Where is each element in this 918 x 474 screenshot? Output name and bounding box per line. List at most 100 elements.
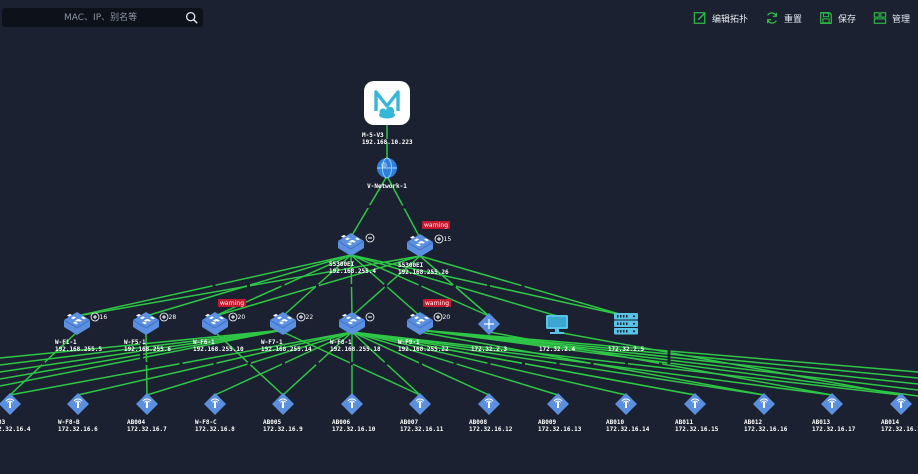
node-ip: 192.168.255.6: [124, 346, 171, 353]
access-point-icon: [615, 393, 637, 415]
access-point-icon: [547, 393, 569, 415]
switch-icon: [132, 312, 160, 335]
mesh-cloud-icon: [374, 90, 400, 119]
access-point-icon: [753, 393, 775, 415]
expand-count-badge[interactable]: 20: [433, 312, 451, 322]
link-dash-marker: [42, 362, 45, 365]
link-dash-marker: [212, 284, 216, 287]
node-name: W-F8-C: [195, 419, 217, 426]
link-dash-marker: [667, 349, 671, 353]
collapse-toggle[interactable]: ⊖: [365, 312, 381, 322]
access-point-icon: [890, 393, 912, 415]
node-ip: 172.32.16.7: [127, 426, 167, 433]
link-dash-marker: [316, 362, 319, 365]
access-point-icon: [272, 393, 294, 415]
search-input[interactable]: [2, 11, 172, 24]
network-node[interactable]: V-Network-1: [367, 157, 407, 190]
warning-badge: warning: [422, 221, 450, 229]
node-name: S5300EI: [398, 262, 424, 269]
expand-count: 22: [306, 314, 314, 321]
expand-count: 20: [443, 314, 451, 321]
link-dash-marker: [487, 362, 491, 365]
node-name: AB013: [812, 419, 830, 426]
switch-icon: [406, 312, 434, 335]
access-point-icon: [409, 393, 431, 415]
expand-count-badge[interactable]: 28: [159, 312, 176, 322]
save-button[interactable]: 保存: [819, 11, 856, 25]
expand-count-badge[interactable]: 15: [434, 234, 452, 244]
manage-button[interactable]: 管理: [873, 11, 910, 25]
link-dash-marker: [590, 362, 594, 365]
edit-topology-label: 编辑拓扑: [711, 14, 748, 25]
node-ip: 172.32.16.1: [881, 426, 918, 433]
node-ip: 192.168.10.223: [362, 139, 413, 146]
collapse-toggle[interactable]: ⊖: [365, 233, 381, 243]
access-point-icon: [204, 393, 226, 415]
node-name: W-F8-B: [58, 419, 80, 426]
link-dash-marker: [384, 284, 388, 288]
node-name: AB005: [263, 419, 281, 426]
node-name: W-F5-1: [124, 339, 146, 346]
node-ip: 192.168.255.14: [261, 346, 312, 353]
access-node[interactable]: 172.32.2.3: [471, 313, 508, 353]
link-dash-marker: [521, 284, 525, 288]
link-dash-marker: [247, 362, 251, 365]
node-name: M-5-V3: [362, 132, 384, 139]
reset-button[interactable]: 重置: [765, 11, 802, 25]
link-dash-marker: [282, 362, 285, 365]
node-ip: 172.32.16.15: [675, 426, 719, 433]
switch-icon: [63, 312, 91, 335]
edit-topology-button[interactable]: 编辑拓扑: [693, 11, 748, 25]
link-dash-marker: [659, 362, 662, 365]
link-dash-marker: [402, 205, 405, 209]
save-icon: [820, 12, 832, 24]
node-ip: 172.32.2.4: [539, 346, 576, 353]
expand-count-badge[interactable]: 16: [90, 312, 107, 322]
access-node[interactable]: 172.32.2.4: [539, 315, 576, 353]
node-name: W-F7-1: [261, 339, 283, 346]
node-name: W-F1-1: [55, 339, 77, 346]
link-dash-marker: [350, 362, 353, 365]
ap-node[interactable]: 032.32.16.4: [0, 393, 31, 433]
search-icon[interactable]: [185, 11, 198, 24]
access-node[interactable]: 172.32.2.5: [608, 313, 645, 353]
link-dash-marker: [418, 284, 422, 287]
node-ip: 172.32.16.14: [606, 426, 650, 433]
node-name: AB004: [127, 419, 145, 426]
link-dash-marker: [384, 362, 388, 365]
link-dash-marker: [247, 284, 250, 288]
expand-count-badge[interactable]: 20: [228, 312, 245, 322]
link-dash-marker: [140, 346, 143, 349]
warning-text: warning: [424, 222, 448, 229]
node-name: 03: [0, 419, 6, 426]
node-name: AB010: [606, 419, 624, 426]
reset-label: 重置: [783, 14, 802, 25]
access-point-icon: [341, 393, 363, 415]
expand-count: 15: [444, 236, 452, 243]
expand-count-badge[interactable]: 22: [296, 312, 314, 322]
access-point-icon: [0, 393, 21, 415]
